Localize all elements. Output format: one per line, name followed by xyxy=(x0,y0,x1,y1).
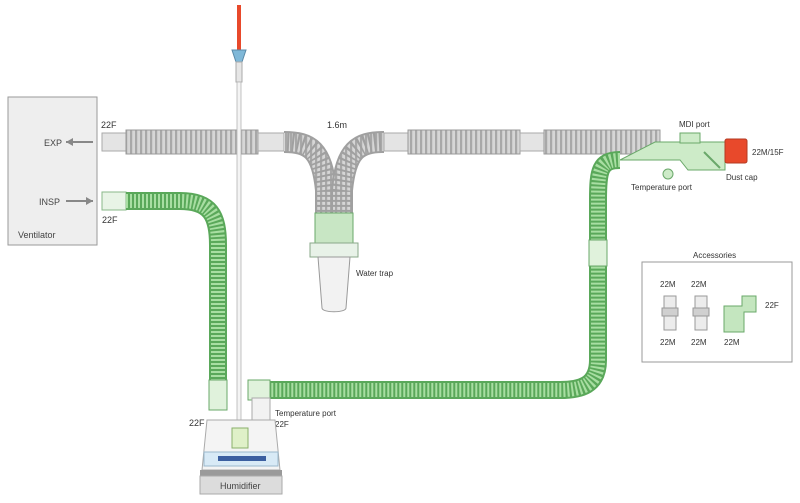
accessory-3-bottom: 22M xyxy=(724,338,740,347)
water-trap-label: Water trap xyxy=(356,269,394,278)
exp-label: EXP xyxy=(44,138,62,148)
temperature-port-top xyxy=(662,168,674,180)
dust-cap-tether xyxy=(703,151,721,169)
accessories-title: Accessories xyxy=(693,251,736,260)
accessory-3-side: 22F xyxy=(765,301,779,310)
accessory-3-elbow xyxy=(723,295,757,333)
feed-connector xyxy=(231,49,247,63)
feed-line xyxy=(231,5,247,433)
temperature-port-bottom-label: Temperature port xyxy=(275,409,337,418)
water-trap: Water trap xyxy=(309,212,394,313)
humidifier-temperature-port: Temperature port 22F xyxy=(247,379,337,429)
length-label: 1.6m xyxy=(327,120,347,130)
y-piece: MDI port 22M/15F Temperature port Dust c… xyxy=(619,120,784,192)
humidifier-label: Humidifier xyxy=(220,481,261,491)
accessory-2-top: 22M xyxy=(691,280,707,289)
accessory-1-top: 22M xyxy=(660,280,676,289)
insp-connector xyxy=(101,191,127,211)
feed-tube xyxy=(236,81,242,433)
inspiratory-limb-patient xyxy=(270,151,621,399)
end-22m15f-label: 22M/15F xyxy=(752,148,784,157)
inspiratory-limb-ventilator: 22F xyxy=(101,191,228,411)
water-trap-connector xyxy=(314,212,354,244)
exp-tube-left xyxy=(125,129,259,155)
humidifier-base xyxy=(199,475,283,495)
exp-tube-right xyxy=(407,129,521,155)
insp-label: INSP xyxy=(39,197,60,207)
accessory-2-bottom: 22M xyxy=(691,338,707,347)
mdi-port xyxy=(679,132,701,144)
dust-cap-label: Dust cap xyxy=(726,173,758,182)
temperature-port-top-label: Temperature port xyxy=(631,183,693,192)
feed-spike xyxy=(237,5,241,50)
exp-tube-bend-left xyxy=(283,131,337,215)
ventilator-unit: Ventilator EXP INSP xyxy=(7,96,98,246)
accessories-panel: Accessories 22M 22M 22M 22M 22F 22M xyxy=(641,251,793,363)
exp-connector xyxy=(101,132,127,152)
red-cap-connector xyxy=(724,138,748,164)
humidifier-22f-label: 22F xyxy=(189,418,205,428)
insp-22f-label: 22F xyxy=(102,215,118,225)
ventilator-box xyxy=(7,96,98,246)
insp-mid-connector xyxy=(588,239,608,267)
exp-tube-bend-right xyxy=(331,131,385,215)
water-trap-bowl xyxy=(317,256,351,313)
expiratory-limb xyxy=(101,129,661,215)
exp-22f-label: 22F xyxy=(101,120,117,130)
ventilator-label: Ventilator xyxy=(18,230,56,240)
humidifier: 22F Humidifier xyxy=(189,418,283,495)
accessory-1-bottom: 22M xyxy=(660,338,676,347)
temp-port-22f-label: 22F xyxy=(275,420,289,429)
mdi-port-label: MDI port xyxy=(679,120,710,129)
insp-tube-left xyxy=(126,192,227,380)
